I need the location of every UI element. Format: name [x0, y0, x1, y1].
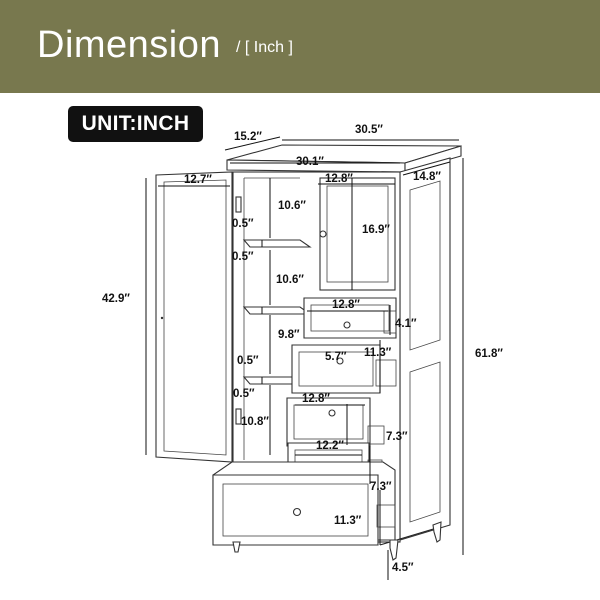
upper-cabinet-knob — [319, 230, 327, 238]
upper-cabinet-panel — [326, 185, 389, 283]
left-door-open — [155, 171, 233, 463]
dim-shelf-height-1: 10.6″ — [278, 200, 306, 212]
dim-leg-height: 4.5″ — [392, 562, 414, 574]
leg-back-right — [432, 521, 442, 543]
dim-shelf-thickness-4: 0.5″ — [233, 388, 255, 400]
drawer-1-knob — [343, 321, 351, 329]
dim-cabinet-height: 16.9″ — [362, 224, 390, 236]
dim-width-overall: 30.5″ — [355, 124, 383, 136]
left-door-inner-panel — [163, 179, 227, 456]
dim-shelf-height-4: 10.8″ — [241, 416, 269, 428]
dim-shelf-thickness-1: 0.5″ — [232, 218, 254, 230]
page-title: Dimension — [37, 24, 222, 66]
dim-bottom-drawer-width: 11.3″ — [334, 515, 362, 527]
dim-cabinet-inner-width: 12.8″ — [325, 173, 353, 185]
cabinet-illustration — [155, 144, 462, 561]
dim-drawer1-width: 12.8″ — [332, 299, 360, 311]
side-panel-inset-upper — [409, 180, 441, 351]
side-panel-inset-lower — [409, 361, 441, 523]
drawer-1 — [303, 297, 397, 339]
dimension-labels: 15.2″ 30.5″ 30.1″ 12.7″ 12.8″ 14.8″ 10.6… — [102, 124, 503, 574]
dimension-lines — [145, 136, 464, 580]
cabinet-top-side-edge — [404, 145, 462, 173]
dim-depth-top: 15.2″ — [234, 131, 262, 143]
bottom-drawer-panel — [222, 483, 369, 537]
dim-shelf-thickness-2: 0.5″ — [232, 251, 254, 263]
drawer-3-slide — [367, 425, 385, 445]
drawer-2-panel — [298, 351, 374, 387]
dim-drawer3-width: 12.8″ — [302, 393, 330, 405]
door-hinge-upper — [235, 196, 242, 213]
dim-drawer2-width: 11.3″ — [364, 347, 392, 359]
dim-door-height: 42.9″ — [102, 293, 130, 305]
dim-side-depth: 14.8″ — [413, 171, 441, 183]
dim-drawer1-height: 4.1″ — [395, 318, 417, 330]
unit-subtitle: / [ Inch ] — [236, 39, 293, 56]
door-hinge-lower — [235, 408, 242, 425]
shelf-1 — [242, 239, 312, 248]
dim-shelf-thickness-3: 0.5″ — [237, 355, 259, 367]
dim-shelf-height-2: 10.6″ — [276, 274, 304, 286]
dim-shelf-height-3: 9.8″ — [278, 329, 300, 341]
unit-badge: UNIT:INCH — [68, 106, 203, 142]
drawer-3-knob — [328, 409, 336, 417]
dim-drawer2-depth: 5.7″ — [325, 351, 347, 363]
dim-drawer4-height: 7.3″ — [370, 481, 392, 493]
leg-front-left — [232, 541, 241, 553]
drawer-2-knob — [336, 357, 344, 365]
shelf-2 — [242, 306, 312, 315]
bottom-drawer-knob — [292, 507, 302, 517]
leg-front-right — [389, 539, 399, 561]
dim-drawer3-height: 7.3″ — [386, 431, 408, 443]
dim-overall-height: 61.8″ — [475, 348, 503, 360]
drawer-1-panel — [310, 304, 390, 332]
dim-door-width: 12.7″ — [184, 174, 212, 186]
bottom-drawer-slide — [376, 504, 396, 528]
drawer-2-slide — [375, 359, 397, 387]
dim-width-body: 30.1″ — [296, 156, 324, 168]
title-banner: Dimension / [ Inch ] — [0, 0, 600, 93]
cabinet-side-panel — [399, 157, 451, 541]
door-knob-dot — [160, 316, 164, 320]
dim-drawer4-width: 12.2″ — [316, 440, 344, 452]
